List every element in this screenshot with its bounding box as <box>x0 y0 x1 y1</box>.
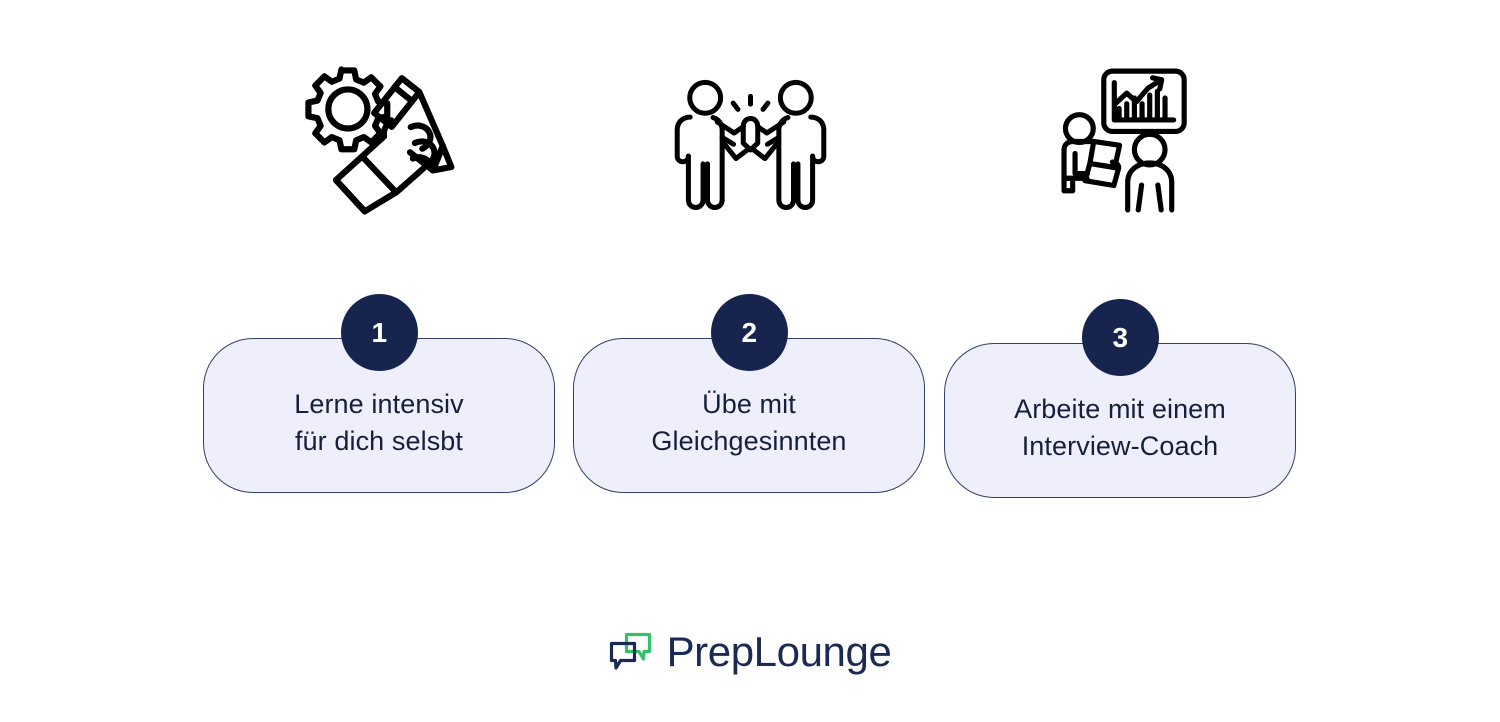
step-item-2: 2 Übe mit Gleichgesinnten <box>573 0 927 560</box>
step-card-label-3: Arbeite mit einem Interview-Coach <box>1014 393 1226 461</box>
step-card-label-1: Lerne intensiv für dich selsbt <box>294 388 464 456</box>
step-item-1: 1 Lerne intensiv für dich selsbt <box>203 0 557 560</box>
step-item-3: 3 Arbeite mit einem Interview-Coach <box>944 0 1298 560</box>
step-card-label-2: Übe mit Gleichgesinnten <box>651 388 847 456</box>
chat-bubbles-logo-icon <box>609 631 653 673</box>
step-badge-2: 2 <box>711 294 788 371</box>
step-card-3[interactable]: Arbeite mit einem Interview-Coach <box>944 343 1296 498</box>
step-badge-3: 3 <box>1082 299 1159 376</box>
steps-row: 1 Lerne intensiv für dich selsbt <box>203 0 1298 560</box>
presentation-coaching-icon <box>944 0 1298 275</box>
preplounge-logo-text: PrepLounge <box>666 628 892 675</box>
step-badge-1: 1 <box>341 294 418 371</box>
preplounge-logo[interactable]: PrepLounge <box>0 620 1500 684</box>
two-people-high-five-icon <box>573 0 927 275</box>
gear-and-hand-with-pencil-icon <box>203 0 557 275</box>
